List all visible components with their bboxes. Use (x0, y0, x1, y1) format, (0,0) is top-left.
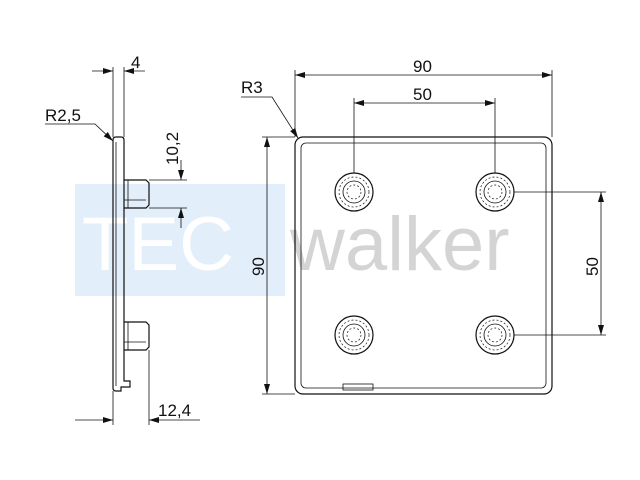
front-view: 90 50 R3 90 50 (241, 57, 606, 395)
watermark-brand-part1: TEC (82, 202, 234, 287)
dim-depth-label: 12,4 (158, 401, 191, 420)
hole-bottom-left (334, 315, 374, 355)
dim-hole-x-label: 50 (413, 85, 432, 104)
dim-pin-gap-label: 10,2 (163, 132, 182, 165)
hole-top-left (334, 172, 374, 212)
hole-bottom-right (475, 315, 515, 355)
dim-side-radius-leader (45, 123, 114, 142)
watermark-box (75, 184, 285, 296)
dim-front-radius-label: R3 (241, 78, 263, 97)
side-plate-outline (112, 136, 131, 392)
front-plate-notch (342, 383, 374, 391)
side-pin-top (124, 179, 150, 209)
dim-front-radius-leader (241, 96, 299, 139)
side-view: 4 R2,5 10,2 12,4 (45, 53, 200, 425)
dim-hole-y-label: 50 (583, 257, 602, 276)
dim-height-label: 90 (249, 257, 268, 276)
front-plate-inner-outline (300, 142, 547, 389)
dim-side-radius-label: R2,5 (45, 106, 81, 125)
dim-width-label: 90 (413, 57, 432, 76)
side-pin-bottom (124, 321, 150, 351)
watermark: TEC walker (75, 184, 510, 296)
front-plate-outline (294, 136, 553, 395)
dim-thickness-label: 4 (131, 53, 140, 72)
watermark-brand-part2: walker (289, 202, 510, 287)
